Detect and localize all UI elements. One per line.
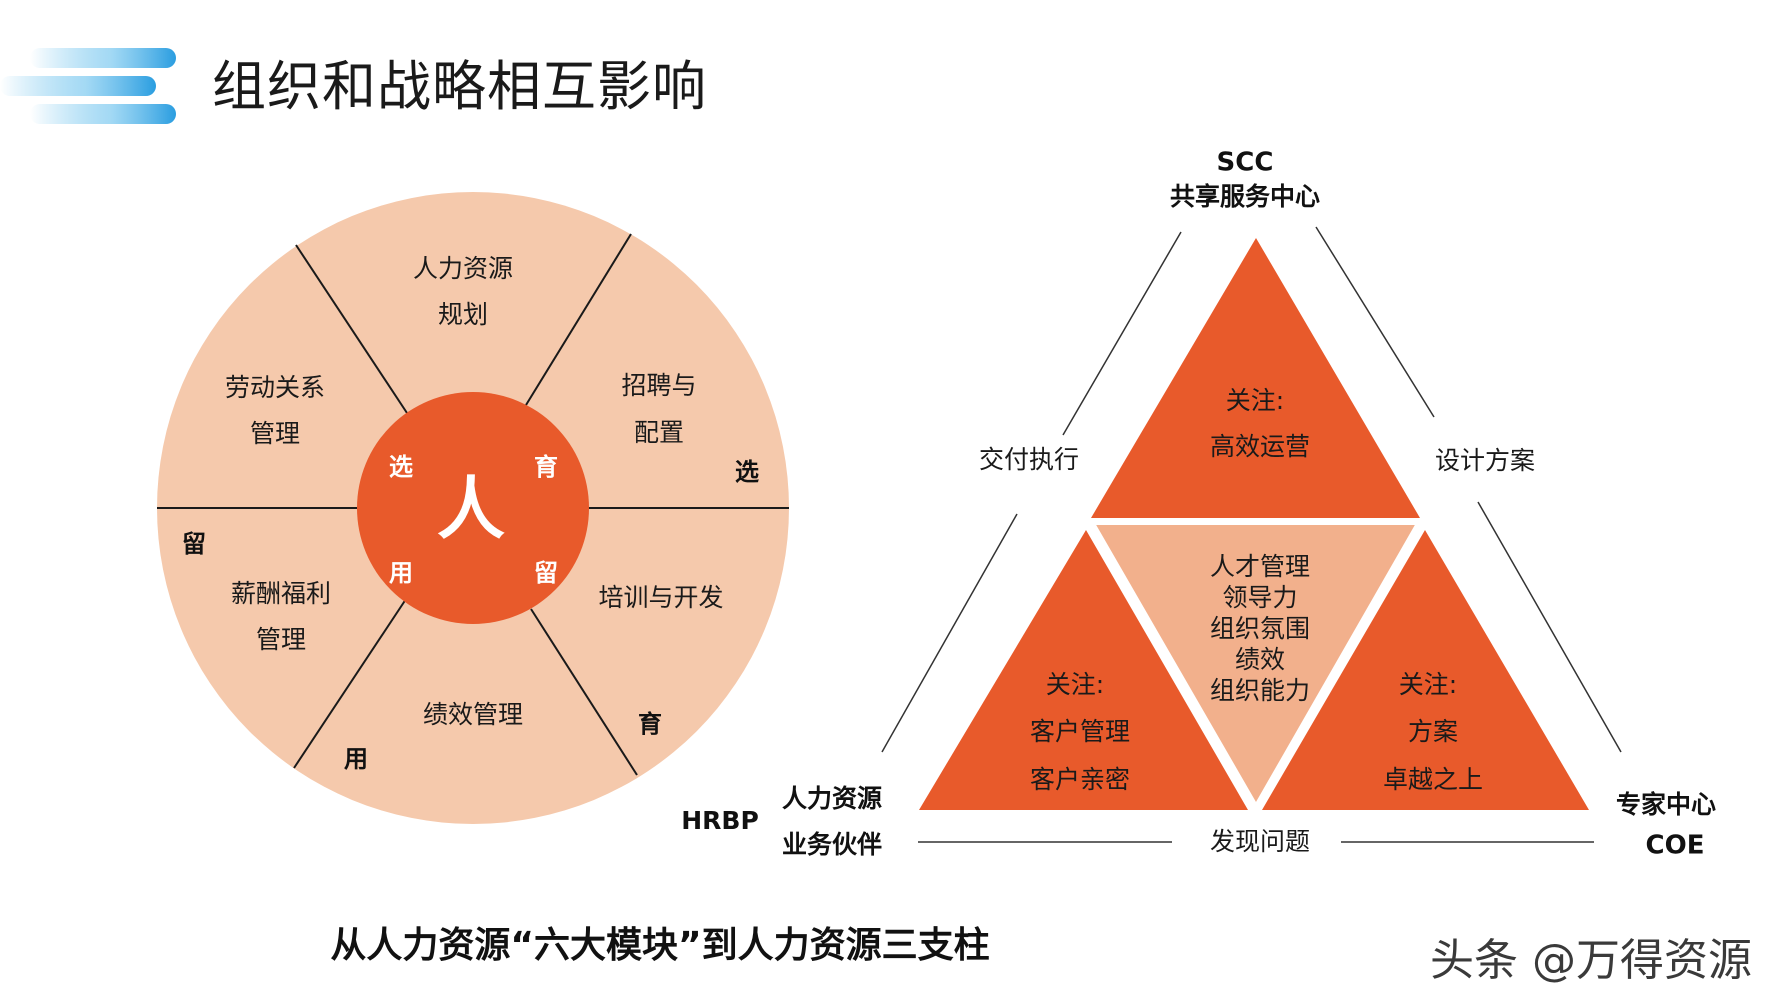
hrbp-name-line1: 人力资源: [782, 784, 882, 813]
right-focus-label: 关注:: [1399, 670, 1457, 699]
hrbp-name-line2: 业务伙伴: [782, 830, 882, 859]
outer-label-develop: 育: [638, 710, 662, 738]
scc-name: 共享服务中心: [1170, 182, 1320, 211]
center-inverted-triangle: [1085, 519, 1426, 815]
right-focus-value1: 方案: [1408, 717, 1458, 746]
top-focus-value: 高效运营: [1210, 432, 1310, 461]
inner-label-bottom-right: 留: [534, 559, 558, 587]
right-triangle: [1262, 530, 1589, 810]
segment-labor-relations-line1: 劳动关系: [225, 373, 325, 402]
left-focus-value2: 客户亲密: [1030, 765, 1130, 794]
edge-label-delivery: 交付执行: [979, 445, 1079, 474]
coe-name: 专家中心: [1616, 790, 1716, 819]
outer-frame-lines: [881, 226, 1622, 843]
inner-label-top-right: 育: [534, 453, 558, 481]
center-item-capability: 组织能力: [1210, 676, 1310, 705]
hrbp-abbr: HRBP: [681, 806, 759, 835]
source-watermark: 头条 @万得资源: [1430, 935, 1752, 986]
segment-recruitment-line2: 配置: [634, 418, 684, 447]
outer-label-select: 选: [735, 458, 759, 486]
inner-label-bottom-left: 用: [389, 559, 413, 587]
coe-abbr: COE: [1646, 831, 1705, 861]
edge-label-discover: 发现问题: [1210, 827, 1310, 856]
bottom-caption: 从人力资源“六大模块”到人力资源三支柱: [330, 925, 990, 966]
scc-abbr: SCC: [1217, 148, 1274, 178]
hr-three-pillars: SCC 共享服务中心 HRBP 人力资源 业务伙伴 专家中心 COE 交付执行 …: [681, 148, 1716, 861]
left-focus-label: 关注:: [1046, 670, 1104, 699]
segment-hr-planning-line2: 规划: [438, 300, 488, 329]
segment-labor-relations-line2: 管理: [250, 419, 300, 448]
top-triangle: [1091, 238, 1420, 518]
segment-recruitment-line1: 招聘与: [621, 371, 696, 400]
inner-label-top-left: 选: [389, 453, 413, 481]
outer-label-use: 用: [344, 745, 368, 773]
edge-label-design: 设计方案: [1435, 446, 1535, 475]
segment-performance: 绩效管理: [423, 700, 523, 729]
center-item-leadership: 领导力: [1222, 583, 1297, 612]
segment-hr-planning-line1: 人力资源: [413, 254, 513, 283]
wheel-center-label: 人: [437, 471, 505, 550]
segment-compensation-line2: 管理: [256, 625, 306, 654]
title-decoration: [0, 48, 176, 124]
center-item-talent: 人才管理: [1210, 552, 1310, 581]
wheel-dividers: [157, 233, 789, 776]
center-item-performance: 绩效: [1235, 645, 1285, 674]
hr-six-modules-wheel: 人 选 育 用 留 人力资源 规划 招聘与 配置 培训与开发 绩效管理 薪酬福利…: [157, 192, 789, 824]
center-item-climate: 组织氛围: [1210, 614, 1310, 643]
segment-training: 培训与开发: [598, 583, 723, 612]
left-triangle: [919, 530, 1248, 810]
left-focus-value1: 客户管理: [1030, 717, 1130, 746]
wheel-center-circle: [357, 392, 589, 624]
outer-label-retain: 留: [182, 530, 206, 558]
segment-compensation-line1: 薪酬福利: [231, 579, 331, 608]
top-focus-label: 关注:: [1226, 386, 1284, 415]
page-title: 组织和战略相互影响: [212, 55, 707, 118]
right-focus-value2: 卓越之上: [1383, 765, 1483, 794]
